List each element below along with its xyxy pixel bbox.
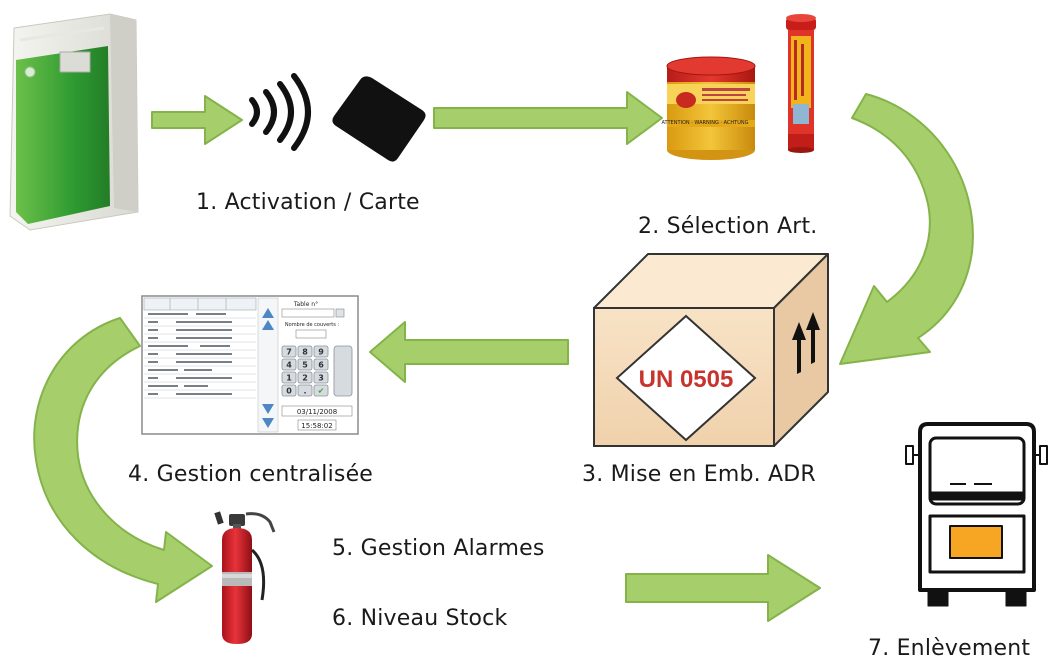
- truck-icon: [905, 422, 1048, 607]
- arrow-kiosk-to-card: [151, 95, 243, 145]
- keypad-key: [297, 384, 313, 397]
- keypad-key: [281, 345, 297, 358]
- keypad-key-label: 6: [318, 361, 324, 370]
- step-2-article-selection: 2. Sélection Art.: [638, 214, 818, 239]
- keypad-key-label: 9: [318, 348, 324, 357]
- keypad-key: [297, 358, 313, 371]
- keypad-key-label: 3: [318, 374, 324, 383]
- keypad-key: [313, 358, 329, 371]
- step-3-adr-packaging: 3. Mise en Emb. ADR: [582, 462, 816, 487]
- flare-tin-icon: ATTENTION · WARNING · ACHTUNG: [662, 56, 756, 160]
- step-5-alarm-management: 5. Gestion Alarmes: [332, 536, 545, 561]
- arrow-articles-to-package: [839, 93, 974, 365]
- keypad-key: [281, 371, 297, 384]
- arrow-system-to-alarms: [33, 317, 213, 603]
- keypad-key-label: 0: [286, 387, 292, 396]
- keypad-key: [297, 371, 313, 384]
- keypad-key-label: ✔: [318, 387, 325, 396]
- flare-tube-icon: [786, 14, 816, 153]
- nfc-waves-icon: [249, 73, 311, 151]
- keypad-key: [281, 358, 297, 371]
- step-4-central-management: 4. Gestion centralisée: [128, 462, 374, 487]
- kiosk-icon: [9, 13, 139, 231]
- keypad-key: [313, 384, 329, 397]
- keypad-key-label: .: [303, 387, 306, 396]
- step-6-stock-level: 6. Niveau Stock: [332, 606, 508, 631]
- step-1-activation-card: 1. Activation / Carte: [196, 190, 420, 215]
- extinguisher-icon: [214, 511, 276, 644]
- svg-text:ATTENTION · WARNING · ACHTUNG: ATTENTION · WARNING · ACHTUNG: [662, 120, 749, 126]
- screen-time: 15:58:02: [301, 422, 332, 430]
- arrow-card-to-articles: [433, 91, 663, 145]
- keypad-key-label: 5: [302, 361, 308, 370]
- covers-label: Nombre de couverts :: [285, 322, 340, 328]
- keypad-key: [281, 384, 297, 397]
- keypad-key-label: 2: [302, 374, 308, 383]
- keypad-key: [297, 345, 313, 358]
- touchscreen-icon: Table n° Nombre de couverts : 7 8 9 4 5 6 1 2 3 0…: [141, 295, 359, 435]
- this-way-up-arrows-icon: [792, 312, 820, 374]
- card-icon: [332, 76, 426, 162]
- table-number-label: Table n°: [293, 301, 318, 308]
- keypad-key: [313, 345, 329, 358]
- keypad-key: [313, 371, 329, 384]
- un-number: UN 0505: [639, 366, 734, 393]
- arrow-package-to-system: [369, 321, 569, 383]
- arrow-stock-to-pickup: [625, 554, 821, 622]
- package-icon: UN 0505: [593, 253, 829, 447]
- keypad-key-label: 4: [286, 361, 292, 370]
- screen-date: 03/11/2008: [297, 408, 337, 416]
- keypad: 7 8 9 4 5 6 1 2 3 0. ✔: [281, 345, 329, 397]
- keypad-key-label: 1: [286, 374, 292, 383]
- un-diamond-label: [615, 314, 757, 442]
- step-7-pickup: 7. Enlèvement: [868, 636, 1031, 661]
- keypad-key-label: 7: [286, 348, 292, 357]
- keypad-key-label: 8: [302, 348, 308, 357]
